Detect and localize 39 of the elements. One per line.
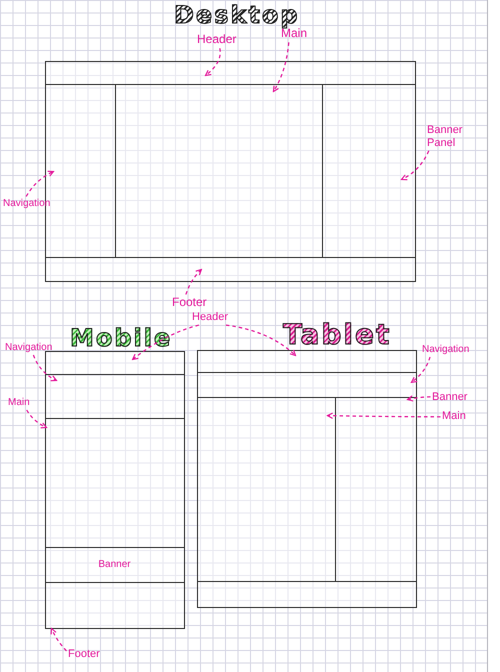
- annotation-label: Footer: [68, 648, 100, 661]
- leader-arrow: [132, 324, 200, 360]
- annotation-label: Banner: [432, 391, 468, 404]
- annotation-label: Footer: [172, 296, 207, 310]
- leader-arrow: [410, 356, 431, 383]
- header-area: [44, 350, 184, 374]
- annotation-label: Banner Panel: [427, 124, 473, 150]
- leader-arrow: [50, 628, 67, 652]
- leader-arrow: [406, 395, 431, 402]
- side-panel-column: [322, 84, 416, 258]
- leader-arrow: [400, 150, 430, 180]
- leader-arrow: [32, 354, 58, 382]
- main-content-area: [196, 396, 336, 582]
- banner-column: [334, 396, 416, 582]
- annotation-label: Main: [8, 397, 30, 408]
- annotation-label: Main: [281, 27, 308, 41]
- annotation-label: Header: [192, 311, 228, 324]
- leader-arrow: [326, 412, 440, 419]
- leader-arrow: [226, 324, 296, 356]
- main-content-area: [44, 418, 184, 548]
- region-label: Banner: [98, 558, 131, 570]
- banner-area: [44, 546, 184, 582]
- header-area: [44, 60, 416, 84]
- footer-area: [44, 582, 184, 628]
- leader-arrow: [272, 42, 290, 92]
- leader-arrow: [26, 170, 54, 197]
- annotation-label: Navigation: [5, 342, 52, 354]
- footer-area: [196, 580, 416, 608]
- leader-arrow: [204, 48, 221, 76]
- header-area: [196, 350, 416, 372]
- annotation-label: Main: [442, 410, 466, 423]
- annotation-label: Navigation: [422, 344, 470, 356]
- navigation-area: [196, 372, 416, 398]
- navigation-area: [44, 374, 184, 418]
- footer-area: [44, 256, 416, 282]
- annotation-label: Header: [197, 33, 236, 47]
- main-content-area: [114, 84, 322, 258]
- leader-arrow: [185, 268, 202, 295]
- leader-arrow: [26, 410, 48, 428]
